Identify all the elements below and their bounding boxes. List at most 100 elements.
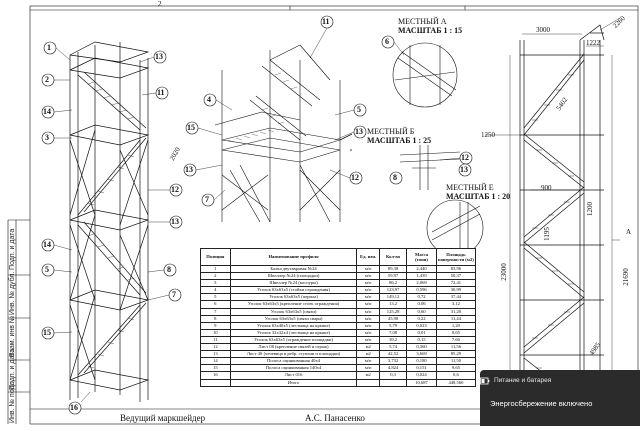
table-cell: 0,360 bbox=[406, 343, 437, 352]
table-cell: 3,669 bbox=[406, 350, 437, 359]
table-cell: 0,22 bbox=[406, 314, 437, 323]
table-cell: м/п bbox=[356, 286, 380, 295]
dim-1200: 1200 bbox=[586, 202, 594, 216]
table-cell: 11,56 bbox=[435, 343, 477, 352]
callout-5a: 5 bbox=[45, 265, 49, 274]
table-cell: 2,069 bbox=[406, 279, 437, 288]
table-cell: 50,37 bbox=[435, 272, 477, 281]
table-cell: 0,65 bbox=[435, 328, 477, 337]
left-tower-steps bbox=[87, 81, 135, 369]
table-cell: 0,024 bbox=[406, 371, 437, 380]
table-cell: 4,824 bbox=[378, 364, 408, 373]
local-view-a bbox=[392, 42, 458, 108]
footer-position: Ведущий маркшейдер bbox=[120, 413, 206, 423]
callout-13b: 13 bbox=[171, 217, 179, 226]
table-cell: 13 bbox=[200, 350, 231, 359]
callout-12b: 12 bbox=[351, 173, 359, 182]
table-cell: 0,023 bbox=[406, 321, 437, 330]
table-cell: м/п bbox=[356, 314, 380, 323]
callout-7b: 7 bbox=[205, 195, 209, 204]
table-cell: 11 bbox=[200, 335, 231, 345]
table-cell: 85,29 bbox=[435, 350, 477, 359]
table-cell: 448,560 bbox=[435, 378, 477, 387]
table-cell: 12 bbox=[200, 343, 231, 352]
callout-14a: 14 bbox=[43, 107, 51, 116]
callout-14b: 14 bbox=[43, 240, 51, 249]
callout-13a: 13 bbox=[155, 52, 163, 61]
table-cell: 3 bbox=[200, 279, 231, 288]
table-cell: Балка двутавровая №24 bbox=[229, 264, 358, 274]
table-cell: Уголок 63х63х5 (связи сварн) bbox=[229, 314, 358, 323]
table-cell: 0,72 bbox=[406, 293, 437, 302]
local-view-a-scale: МАСШТАБ 1 : 15 bbox=[398, 26, 463, 35]
local-view-e-title: МЕСТНЫЙ Е МАСШТАБ 1 : 20 bbox=[446, 183, 510, 201]
dim-900: 900 bbox=[541, 184, 552, 192]
table-cell: 14 bbox=[200, 357, 231, 366]
table-cell: 10 bbox=[200, 328, 231, 337]
power-notification-toast[interactable]: Питание и батарея Энергосбережение включ… bbox=[480, 370, 640, 426]
local-view-a-name: МЕСТНЫЙ А bbox=[398, 17, 447, 26]
table-cell: 83,96 bbox=[435, 264, 477, 274]
table-cell: 3,12 bbox=[435, 300, 477, 309]
table-cell: 1,439 bbox=[406, 272, 437, 281]
table-cell: м/п bbox=[356, 272, 380, 281]
table-cell: Уголок 63х63х5 (крепление стоек огражден… bbox=[229, 300, 358, 309]
callout-6: 6 bbox=[385, 37, 389, 46]
table-cell: 7 bbox=[200, 307, 231, 316]
table-cell: Уголок 63х63х5 (ограждение площадки) bbox=[229, 335, 358, 345]
callout-16: 16 bbox=[70, 403, 78, 412]
toast-message: Энергосбережение включено bbox=[490, 399, 593, 408]
table-cell: 123,97 bbox=[378, 286, 408, 295]
table-cell: 1,20 bbox=[435, 321, 477, 330]
table-cell: Лист 08 (крепление связей и ограж) bbox=[229, 343, 358, 352]
table-cell: 59,97 bbox=[378, 272, 408, 281]
table-cell: 11,50 bbox=[435, 357, 477, 366]
table-cell: 39,2 bbox=[378, 335, 408, 345]
table-cell: 8 bbox=[200, 314, 231, 323]
callout-11a: 11 bbox=[157, 88, 165, 97]
table-cell: 45,98 bbox=[378, 314, 408, 323]
table-cell: м/п bbox=[356, 307, 380, 316]
table-cell bbox=[356, 378, 380, 387]
callout-13d: 13 bbox=[355, 127, 363, 136]
local-view-e bbox=[426, 199, 484, 257]
dim-1195: 1195 bbox=[542, 227, 551, 241]
table-cell: Уголок 63х40х5 (лестница на крыше) bbox=[229, 321, 358, 330]
dim-23000: 23000 bbox=[499, 263, 508, 281]
table-cell: 11,44 bbox=[435, 314, 477, 323]
callout-leaders bbox=[53, 27, 461, 403]
table-cell: Швеллер №24 (косоуры) bbox=[229, 279, 358, 288]
centre-detail-grating bbox=[227, 72, 298, 143]
table-cell: 5,74 bbox=[378, 343, 408, 352]
table-cell: м/п bbox=[356, 321, 380, 330]
table-cell: Полоса оцинкованная 140х4 bbox=[229, 364, 358, 373]
table-cell: 10,687 bbox=[406, 378, 437, 387]
battery-icon bbox=[480, 377, 490, 385]
table-cell: 2 bbox=[200, 272, 231, 281]
callout-2: 2 bbox=[45, 75, 49, 84]
table-cell: 31,20 bbox=[435, 307, 477, 316]
callout-15b: 15 bbox=[187, 123, 195, 132]
table-cell: м2 bbox=[356, 343, 380, 352]
table-cell bbox=[200, 378, 231, 387]
table-cell bbox=[378, 378, 408, 387]
right-dimension-lines bbox=[485, 17, 621, 405]
local-view-b-title: МЕСТНЫЙ Б МАСШТАБ 1 : 25 bbox=[367, 127, 431, 145]
table-cell: 0,180 bbox=[406, 357, 437, 366]
callout-1: 1 bbox=[47, 43, 51, 52]
table-cell: м2 bbox=[356, 371, 380, 380]
table-cell: 16 bbox=[200, 371, 231, 380]
table-cell: 37,44 bbox=[435, 293, 477, 302]
table-cell: 9 bbox=[200, 321, 231, 330]
table-cell: 7,60 bbox=[435, 335, 477, 345]
specification-table: Позиция Наименование профиля Ед. изм. Ко… bbox=[200, 248, 477, 387]
